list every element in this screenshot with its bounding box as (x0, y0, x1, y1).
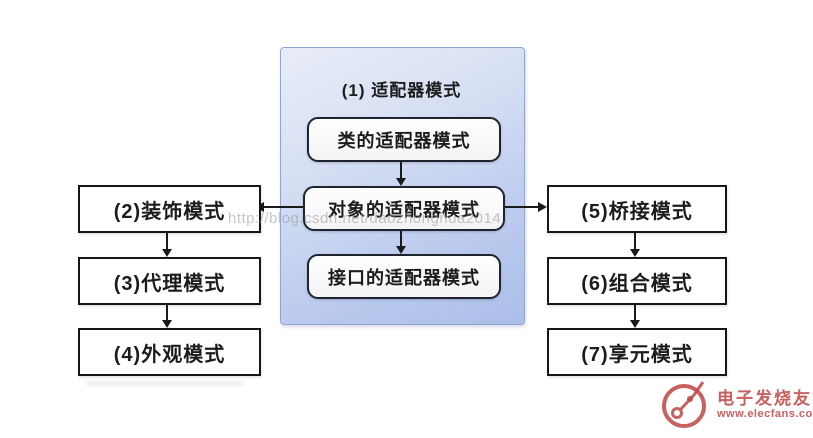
watermark-text: http://blog.csdn.net/daozhonghua2014 (228, 210, 502, 227)
arrow-right-connector (499, 206, 539, 208)
bridge-pattern-box: (5)桥接模式 (547, 185, 727, 233)
arrow-down-icon (162, 249, 172, 257)
adapter-pattern-title: (1) 适配器模式 (341, 81, 462, 100)
elecfans-logo-name: 电子发烧友 (717, 388, 812, 408)
elecfans-circuit-icon (660, 374, 712, 437)
class-adapter-box: 类的适配器模式 (307, 117, 501, 162)
arrow-left-connector (263, 206, 305, 208)
arrow-down-icon (166, 229, 168, 250)
arrow-down-icon (396, 178, 406, 186)
arrow-down-icon (634, 229, 636, 250)
object-adapter-box: 对象的适配器模式 (303, 186, 505, 231)
elecfans-logo-text: 电子发烧友 www.elecfans.com (717, 389, 813, 421)
arrow-down-icon (396, 246, 406, 254)
arrow-down-icon (630, 320, 640, 328)
decorator-pattern-box: (2)装饰模式 (78, 185, 261, 233)
elecfans-site-url: www.elecfans.com (717, 408, 813, 421)
arrow-right-icon (538, 202, 547, 212)
interface-adapter-box: 接口的适配器模式 (307, 254, 501, 299)
shadow-smudge (86, 381, 244, 386)
arrow-down-icon (400, 158, 402, 179)
arrow-down-icon (630, 249, 640, 257)
arrow-down-icon (166, 301, 168, 321)
composite-pattern-box: (6)组合模式 (547, 257, 727, 305)
arrow-down-icon (634, 301, 636, 321)
arrow-down-icon (162, 320, 172, 328)
facade-pattern-box: (4)外观模式 (78, 328, 261, 376)
proxy-pattern-box: (3)代理模式 (78, 257, 261, 305)
flyweight-pattern-box: (7)享元模式 (547, 328, 727, 376)
elecfans-logo: 电子发烧友 www.elecfans.com (660, 374, 813, 437)
arrow-down-icon (400, 227, 402, 247)
